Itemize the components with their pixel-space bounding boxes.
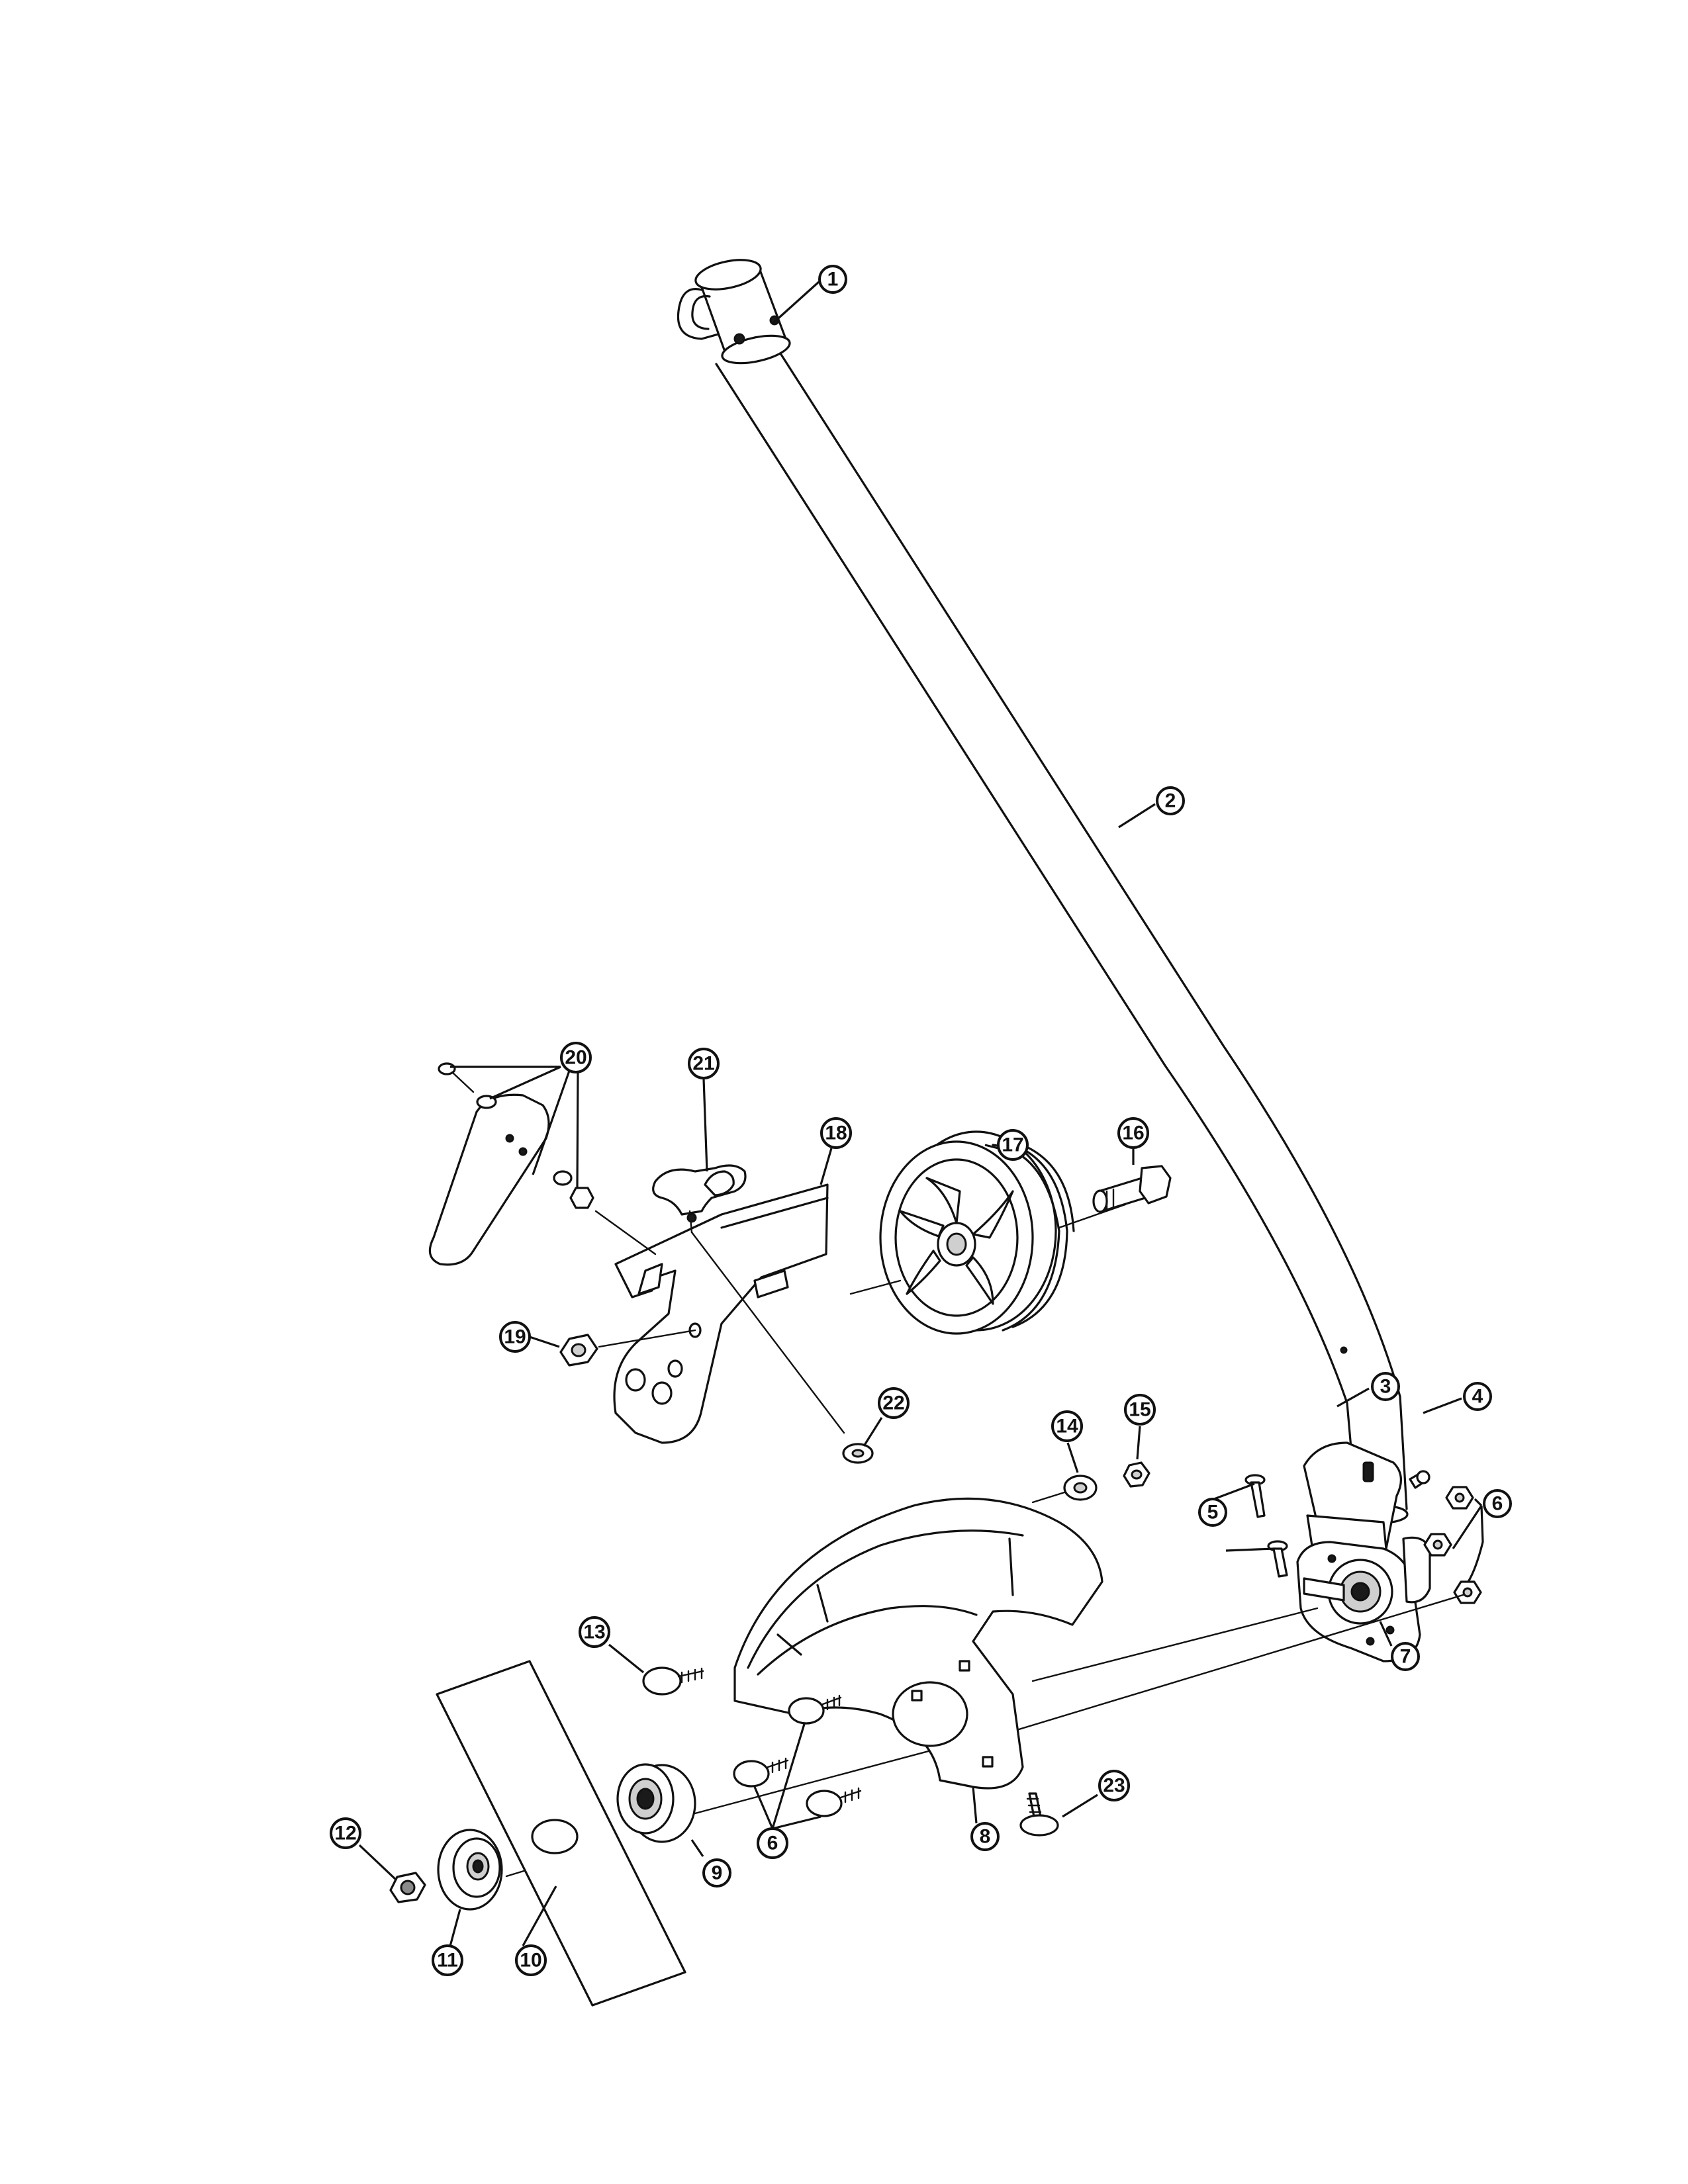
callout-1: 1 (818, 265, 847, 294)
callout-14: 14 (1051, 1410, 1083, 1442)
svg-text:19: 19 (504, 1326, 526, 1348)
svg-text:2: 2 (1165, 790, 1176, 812)
svg-text:7: 7 (1400, 1646, 1411, 1668)
screw-5 (1244, 1474, 1288, 1578)
nut-6-set (1423, 1486, 1482, 1604)
handle-grip (677, 259, 791, 365)
callout-3: 3 (1371, 1372, 1400, 1401)
svg-text:21: 21 (692, 1053, 714, 1075)
svg-text:10: 10 (520, 1950, 541, 1972)
callout-15: 15 (1124, 1394, 1156, 1426)
svg-text:11: 11 (437, 1950, 458, 1972)
washer-22 (842, 1443, 874, 1464)
svg-text:9: 9 (712, 1862, 723, 1884)
callout-10: 10 (515, 1944, 547, 1976)
svg-text:5: 5 (1207, 1502, 1219, 1524)
washer-14 (1063, 1475, 1098, 1501)
callout-6-upper: 6 (1483, 1489, 1512, 1518)
callout-8: 8 (970, 1822, 1000, 1851)
svg-text:6: 6 (1492, 1493, 1503, 1515)
svg-text:4: 4 (1472, 1386, 1483, 1408)
callout-12: 12 (330, 1817, 361, 1849)
blade-washer (437, 1829, 503, 1911)
callout-7: 7 (1391, 1642, 1420, 1671)
callout-16: 16 (1117, 1117, 1149, 1149)
svg-text:13: 13 (583, 1621, 605, 1643)
svg-text:15: 15 (1129, 1399, 1150, 1421)
adjustment-knob (652, 1164, 747, 1234)
axle-bolt (1092, 1165, 1172, 1213)
wheel (879, 1130, 1075, 1335)
svg-text:23: 23 (1103, 1775, 1125, 1797)
svg-text:8: 8 (980, 1826, 991, 1848)
leader-lines (358, 280, 1484, 1976)
callout-6-lower: 6 (757, 1827, 788, 1859)
svg-text:16: 16 (1122, 1122, 1144, 1144)
callout-2: 2 (1156, 786, 1185, 815)
svg-text:12: 12 (334, 1823, 356, 1844)
nut-15 (1123, 1461, 1150, 1488)
edge-plate (428, 1093, 550, 1266)
blade-nut (389, 1872, 426, 1903)
svg-text:22: 22 (882, 1392, 904, 1414)
callout-13: 13 (579, 1616, 610, 1648)
svg-text:18: 18 (825, 1122, 847, 1144)
callout-22: 22 (878, 1387, 910, 1419)
svg-text:6: 6 (767, 1833, 778, 1854)
screw-4 (1409, 1470, 1430, 1489)
callout-5: 5 (1198, 1498, 1227, 1527)
carriage-bolts-6-lower (733, 1694, 862, 1817)
callout-21: 21 (688, 1048, 720, 1079)
callout-4: 4 (1463, 1382, 1492, 1411)
svg-text:17: 17 (1002, 1134, 1023, 1156)
callout-23: 23 (1098, 1770, 1130, 1801)
edger-blade (436, 1660, 686, 2007)
callout-9: 9 (702, 1858, 731, 1888)
svg-text:3: 3 (1380, 1376, 1391, 1398)
carriage-bolt-13 (642, 1666, 704, 1696)
callout-18: 18 (820, 1117, 852, 1149)
svg-text:1: 1 (827, 269, 839, 291)
callout-20: 20 (560, 1042, 592, 1073)
carriage-bolt-23 (1019, 1792, 1059, 1837)
callout-17: 17 (997, 1129, 1029, 1161)
callout-11: 11 (432, 1944, 463, 1976)
blade-guard (733, 1497, 1103, 1790)
plate-hardware (438, 1062, 657, 1255)
wheel-bracket (613, 1183, 829, 1444)
blade-spacer (616, 1763, 696, 1843)
gear-head (1296, 1441, 1431, 1662)
nut-19 (559, 1334, 598, 1367)
svg-text:14: 14 (1056, 1416, 1078, 1437)
svg-text:20: 20 (565, 1047, 586, 1069)
callout-19: 19 (499, 1321, 531, 1353)
shaft-tube (715, 343, 1409, 1527)
